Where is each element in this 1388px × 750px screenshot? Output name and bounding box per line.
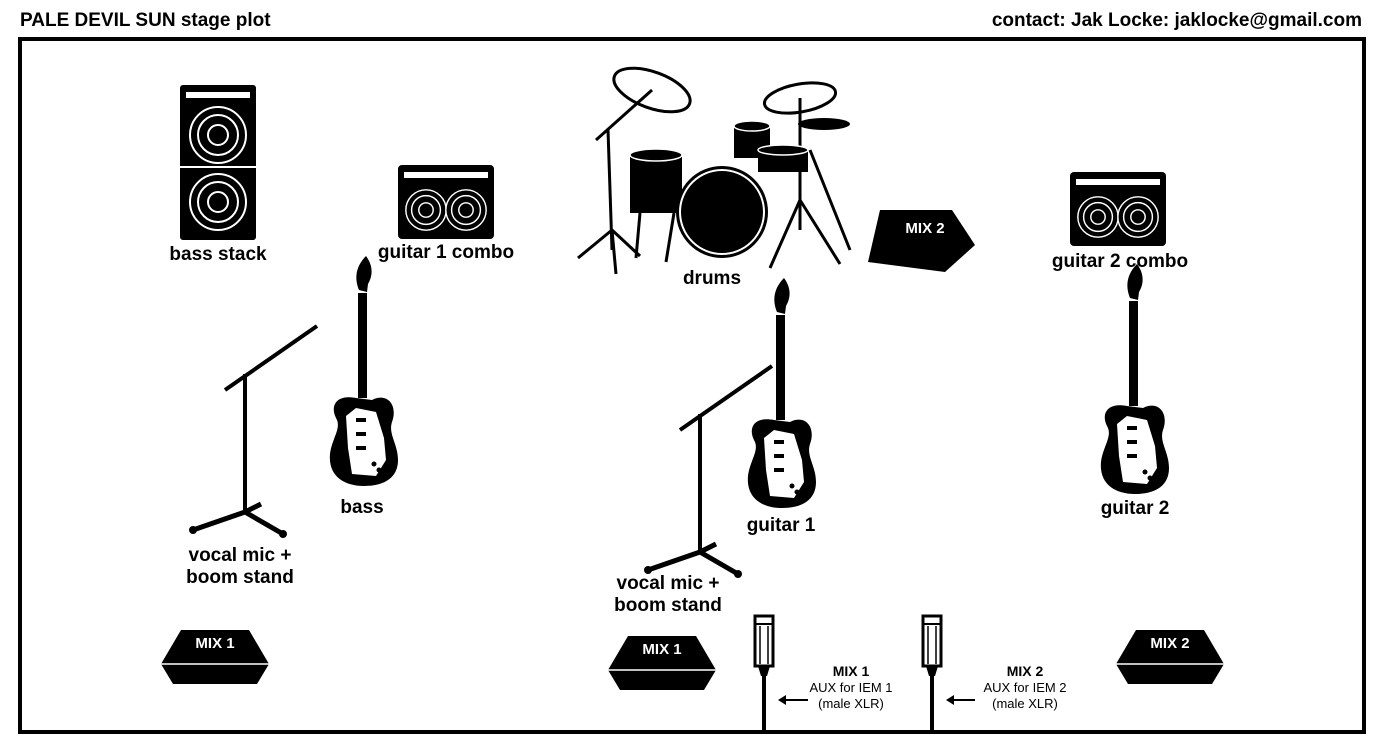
left-vocal-mic-line-2: boom stand — [186, 567, 294, 588]
guitar-1-combo-label: guitar 1 combo — [377, 242, 515, 263]
drums-label: drums — [682, 268, 742, 289]
iem-2-line2: (male XLR) — [992, 696, 1058, 711]
contact-info: contact: Jak Locke: jaklocke@gmail.com — [991, 10, 1362, 31]
guitar-2-combo-amp — [1070, 172, 1166, 246]
drum-monitor-label: MIX 2 — [905, 220, 945, 237]
left-boom-mic-stand — [189, 326, 317, 538]
xlr-cable-iem-2 — [921, 614, 943, 734]
guitar-1 — [747, 278, 816, 508]
monitor-center-label: MIX 1 — [642, 641, 682, 658]
iem-1-line2: (male XLR) — [818, 696, 884, 711]
monitor-left-label: MIX 1 — [195, 635, 235, 652]
guitar-2 — [1100, 264, 1169, 494]
iem-1-label: MIX 1 AUX for IEM 1 (male XLR) — [796, 663, 906, 712]
guitar-2-combo-label: guitar 2 combo — [1051, 251, 1189, 272]
center-vocal-mic-label: vocal mic + boom stand — [598, 573, 738, 617]
xlr-cable-iem-1 — [753, 614, 775, 734]
iem-2-line1: AUX for IEM 2 — [983, 680, 1067, 695]
iem-2-mix: MIX 2 — [1006, 663, 1044, 679]
guitar-2-label: guitar 2 — [1100, 498, 1170, 519]
arrow-icon — [778, 695, 808, 705]
drum-kit — [577, 66, 852, 275]
drum-monitor-wedge — [868, 210, 975, 272]
stage-plot-title: PALE DEVIL SUN stage plot — [20, 10, 271, 31]
guitar-1-label: guitar 1 — [746, 515, 816, 536]
bass-guitar — [329, 256, 398, 486]
monitor-right-label: MIX 2 — [1150, 635, 1190, 652]
left-vocal-mic-label: vocal mic + boom stand — [170, 545, 310, 589]
guitar-1-combo-amp — [398, 165, 494, 239]
iem-1-line1: AUX for IEM 1 — [809, 680, 893, 695]
bass-stack-label: bass stack — [169, 244, 267, 265]
bass-stack — [180, 85, 256, 240]
left-vocal-mic-line-1: vocal mic + — [188, 545, 292, 566]
stage-frame — [18, 37, 1366, 734]
iem-2-label: MIX 2 AUX for IEM 2 (male XLR) — [970, 663, 1080, 712]
iem-1-mix: MIX 1 — [832, 663, 870, 679]
center-vocal-mic-line-2: boom stand — [614, 595, 722, 616]
arrow-icon — [946, 695, 975, 705]
bass-label: bass — [340, 497, 384, 518]
center-vocal-mic-line-1: vocal mic + — [616, 573, 720, 594]
